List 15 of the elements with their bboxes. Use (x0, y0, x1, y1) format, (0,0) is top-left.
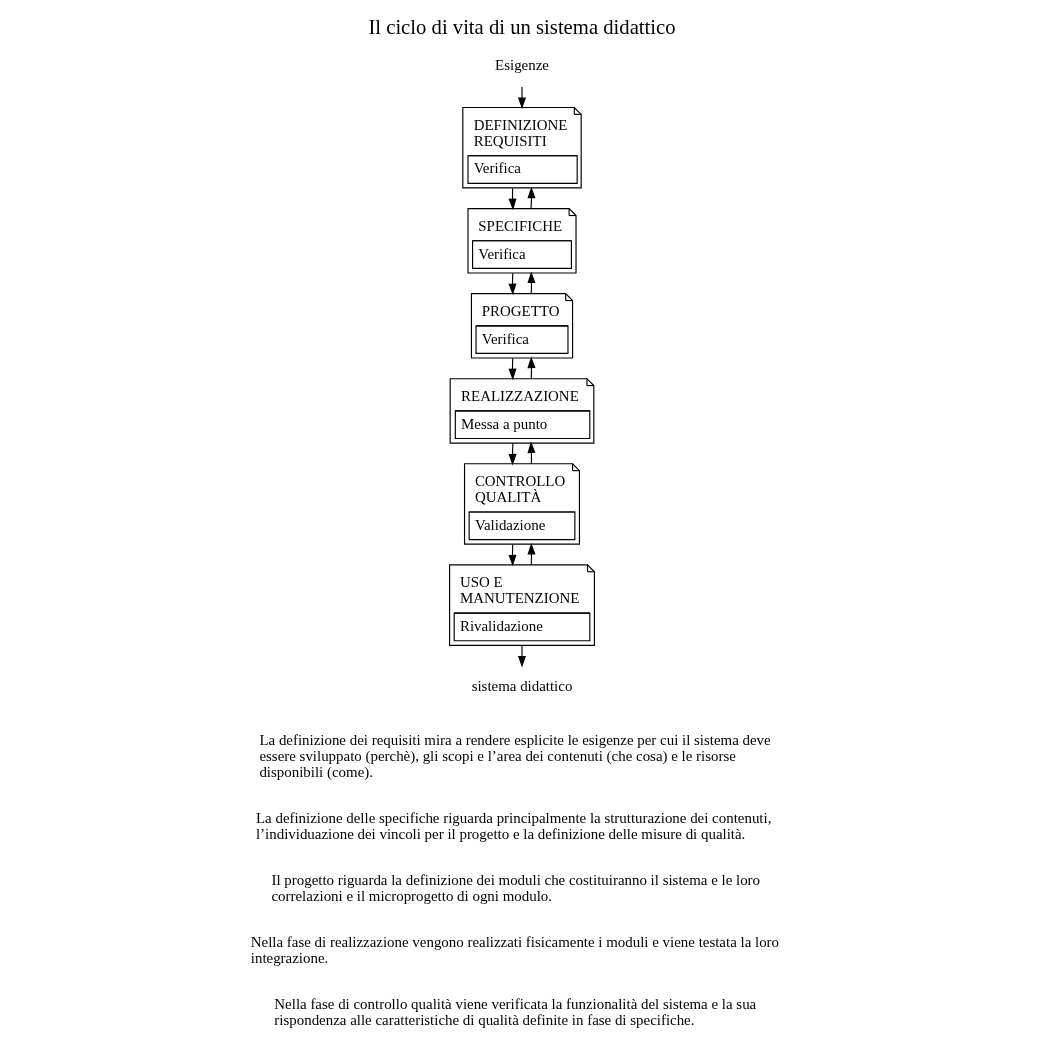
arrow (508, 187, 517, 211)
arrow (508, 272, 517, 296)
label: La definizione delle specifiche riguarda principalmente la strutturazione dei contenuti, l’individuazione dei vincoli per il progetto e la definizione delle misure di qualità. (255, 809, 771, 842)
arrow (517, 644, 526, 668)
label: Nella fase di controllo qualità viene verificata la funzionalità del sistema e la sua rispondenza alle caratteristiche di qualità definite in fase di specifiche. (273, 995, 756, 1029)
arrow (508, 357, 517, 381)
diagram-title: Il ciclo di vita di un sistema didattico (367, 16, 676, 39)
label: La definizione dei requisiti mira a rendere esplicite le esigenze per cui il sistema deve essere sviluppato (perchè), gli scopi e l’area dei contenuti (che cosa) e le risorse disponibili (come). (258, 731, 771, 780)
label: Il progetto riguarda la definizione dei moduli che costituiranno il sistema e le loro correlazioni e il microprogetto di ogni modulo. (270, 871, 760, 904)
node-text: sistema didattico (471, 677, 572, 694)
label: Nella fase di realizzazione vengono realizzati fisicamente i moduli e viene testata la loro integrazione. (250, 933, 779, 966)
arrow (517, 86, 526, 110)
arrow (526, 186, 535, 209)
arrow (508, 442, 517, 466)
node-text: Esigenze (494, 57, 549, 74)
